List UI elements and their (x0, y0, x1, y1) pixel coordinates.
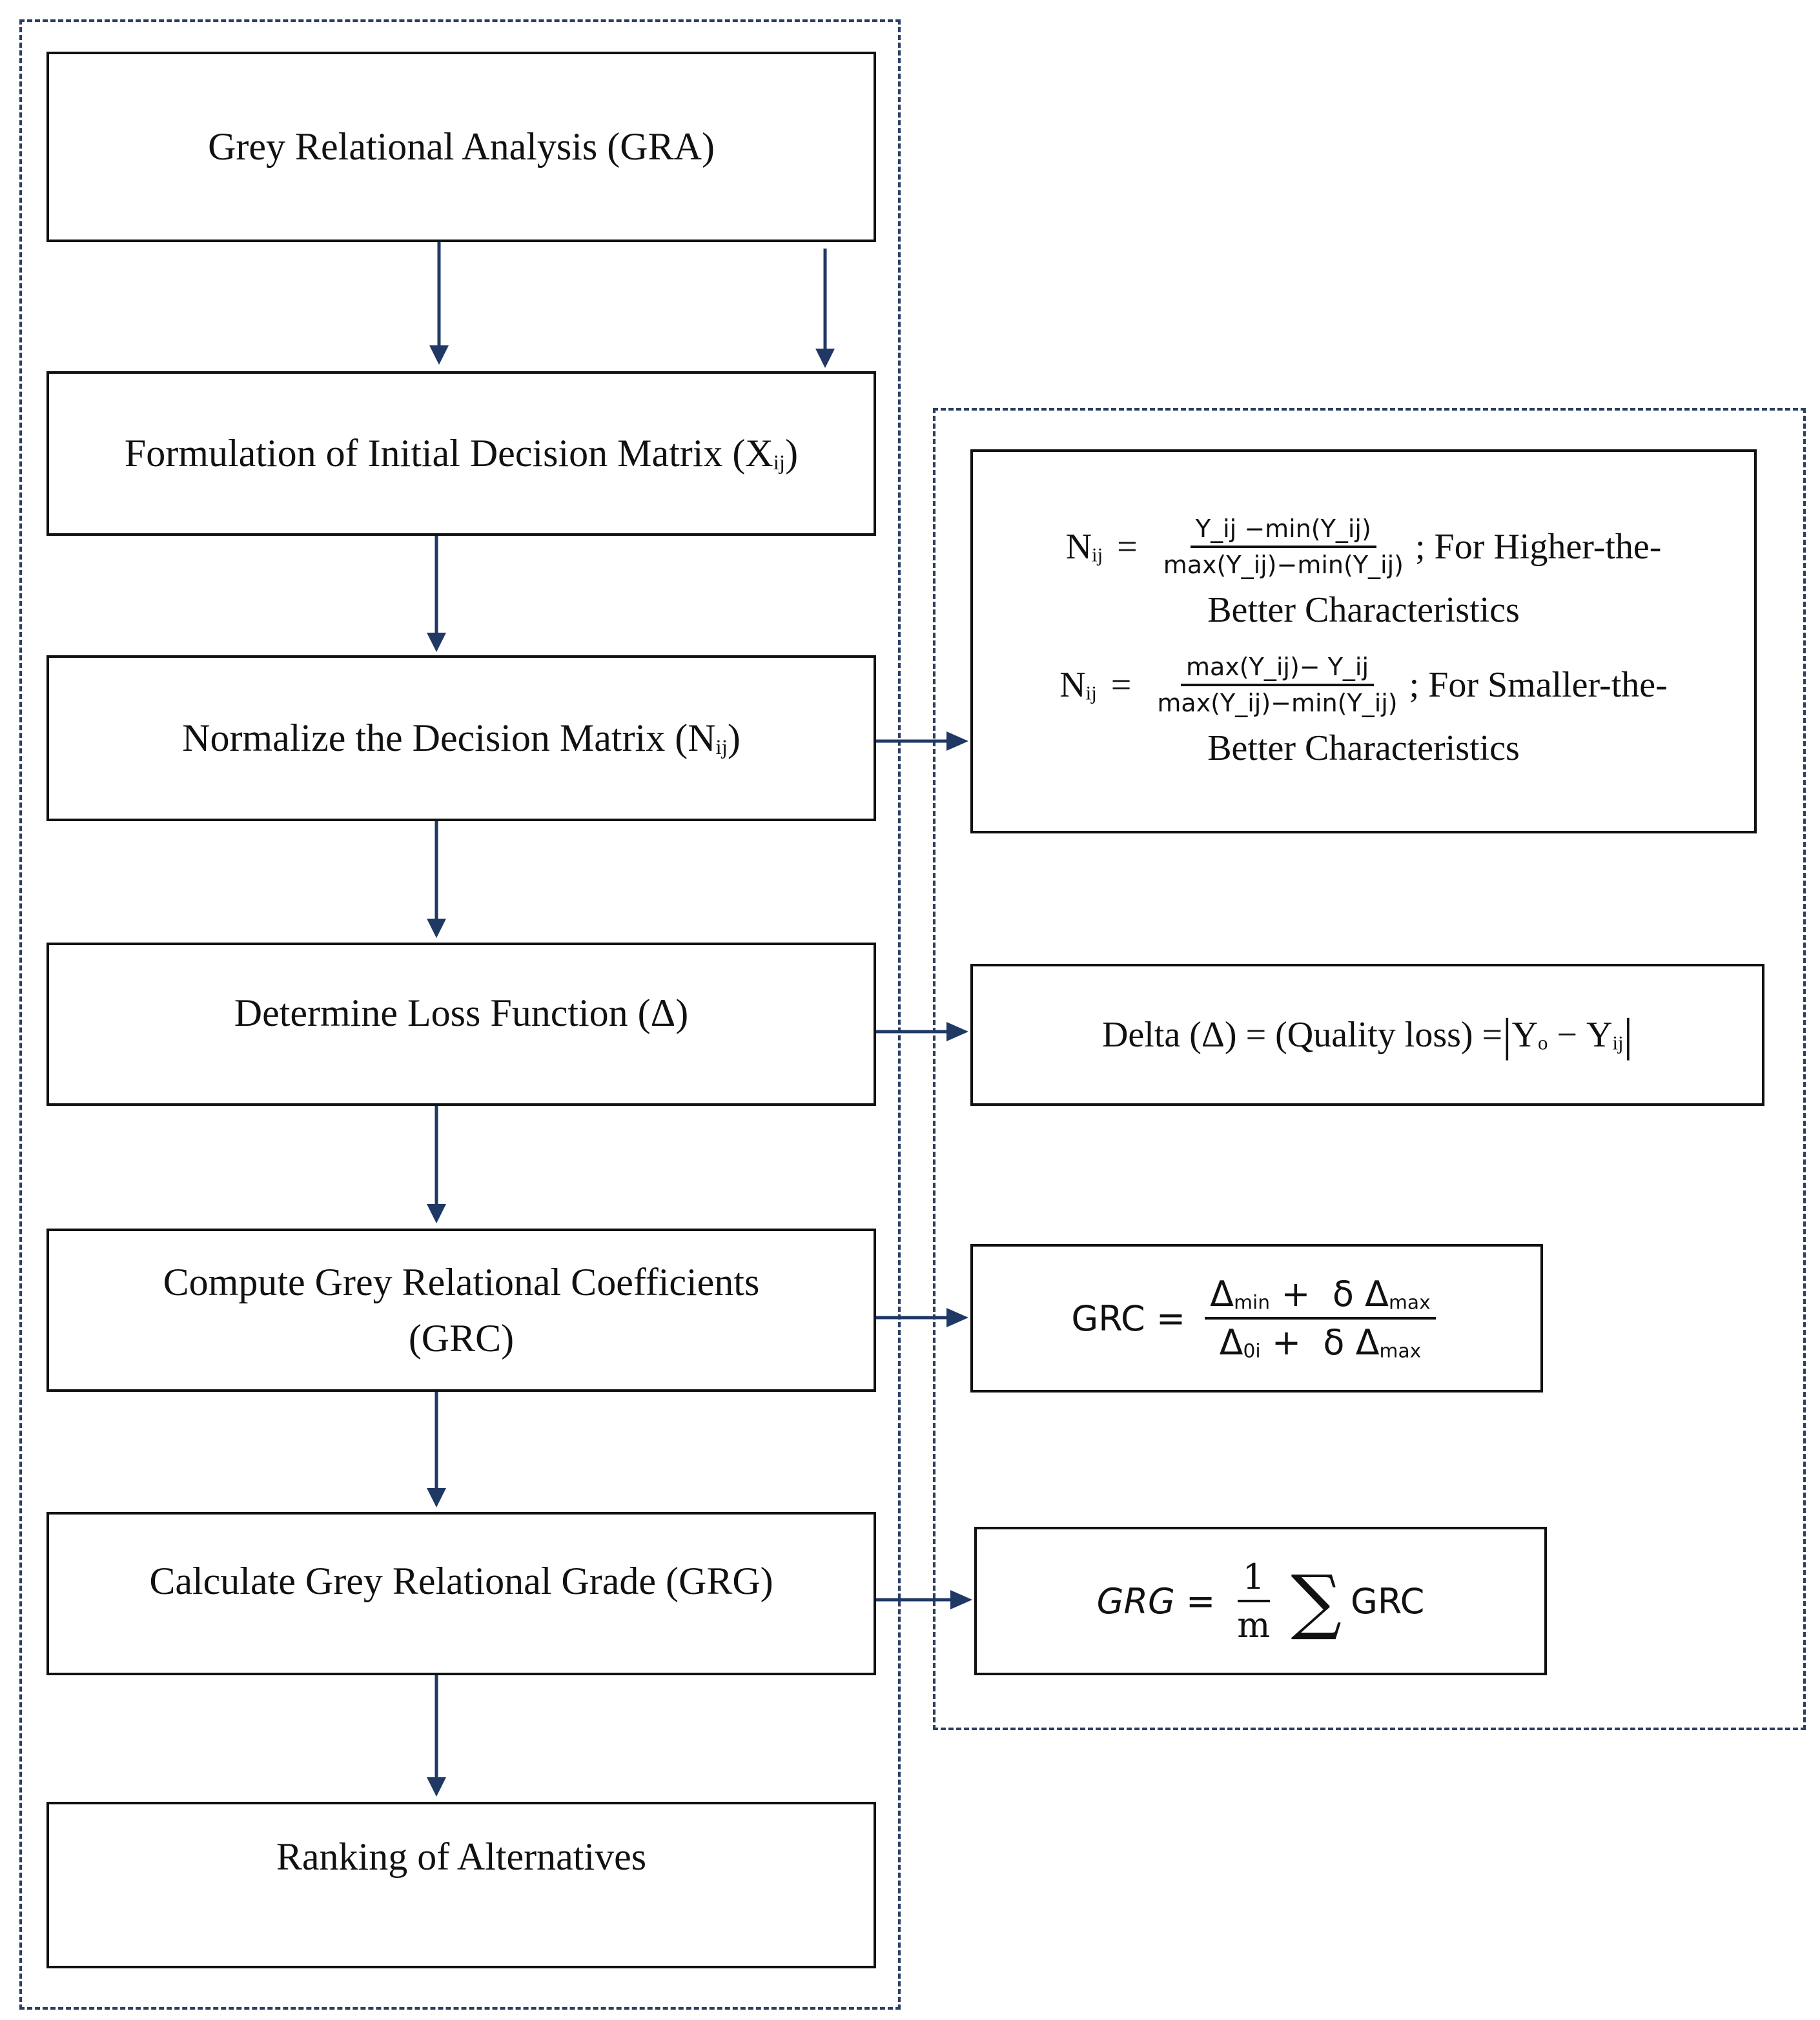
step-normalize: Normalize the Decision Matrix (Nij) (46, 655, 876, 821)
formula-delta-text: Delta (Δ) = (Quality loss) = (1101, 1015, 1503, 1055)
formula-delta-yij: Yij (1586, 1015, 1624, 1055)
formula-grc-denominator: Δ0i + δ Δmax (1219, 1322, 1422, 1363)
grc-formula-box: GRC = Δmin + δ Δmax Δ0i + δ Δmax (970, 1244, 1543, 1393)
step-loss-function: Determine Loss Function (Δ) (46, 943, 876, 1106)
formula-grg-lhs: GRG = (1096, 1580, 1216, 1622)
right-formula-frame (933, 408, 1806, 1730)
formula-smaller-note-line2: Better Characteristics (1207, 728, 1520, 768)
step-grc-label-line2: (GRC) (408, 1316, 515, 1360)
formula-grc: GRC = Δmin + δ Δmax Δ0i + δ Δmax (1071, 1274, 1442, 1363)
formula-smaller-numerator: max(Y_ij)− Y_ij (1181, 653, 1375, 686)
step-initial-matrix: Formulation of Initial Decision Matrix (… (46, 371, 876, 536)
formula-grg-denominator: m (1237, 1605, 1271, 1646)
arrowhead-initial-to-normalize (427, 633, 446, 652)
step-loss-function-label: Determine Loss Function (Δ) (234, 992, 689, 1034)
formula-grg: GRG = 1 m ∑ GRC (1097, 1556, 1425, 1646)
formula-smaller-lhs: Nij (1059, 664, 1097, 705)
step-gra: Grey Relational Analysis (GRA) (46, 52, 876, 242)
formula-delta-abs-right: | (1623, 1008, 1633, 1061)
formula-higher-numerator: Y_ij −min(Y_ij) (1190, 515, 1376, 548)
formula-grg-sigma: ∑ (1291, 1560, 1342, 1642)
formula-grg-rhs: GRC (1350, 1580, 1425, 1622)
step-gra-label: Grey Relational Analysis (GRA) (208, 125, 715, 168)
step-initial-matrix-label: Formulation of Initial Decision Matrix (… (124, 432, 799, 474)
formula-higher-eq: = (1117, 526, 1138, 567)
formula-smaller-note: ; For Smaller-the- (1409, 664, 1668, 705)
arrowhead-normalize-to-loss (427, 919, 446, 938)
formula-grc-numerator: Δmin + δ Δmax (1205, 1274, 1436, 1320)
step-ranking-label: Ranking of Alternatives (276, 1835, 647, 1878)
formula-higher-denominator: max(Y_ij)−min(Y_ij) (1163, 550, 1404, 579)
normalization-formula-box: Nij = Y_ij −min(Y_ij) max(Y_ij)−min(Y_ij… (970, 449, 1757, 833)
formula-delta: Delta (Δ) = (Quality loss) = | Yo − Yij … (1102, 1008, 1633, 1062)
arrowhead-grc-to-formula (946, 1308, 968, 1327)
arrowhead-loss-to-grc (427, 1204, 446, 1223)
step-grg: Calculate Grey Relational Grade (GRG) (46, 1512, 876, 1675)
formula-grc-lhs: GRC = (1071, 1298, 1186, 1339)
formula-higher-note: ; For Higher-the- (1415, 526, 1662, 567)
arrowhead-gra-to-initial-right (815, 349, 835, 368)
formula-grc-fraction: Δmin + δ Δmax Δ0i + δ Δmax (1205, 1274, 1436, 1363)
step-grg-label: Calculate Grey Relational Grade (GRG) (149, 1560, 773, 1602)
step-grc: Compute Grey Relational Coefficients (GR… (46, 1229, 876, 1392)
formula-smaller-fraction: max(Y_ij)− Y_ij max(Y_ij)−min(Y_ij) (1152, 653, 1402, 717)
formula-delta-minus: − (1548, 1015, 1587, 1055)
formula-smaller-eq: = (1110, 664, 1132, 705)
formula-delta-yo: Yo (1511, 1015, 1548, 1055)
formula-grg-fraction: 1 m (1232, 1556, 1275, 1646)
formula-higher-lhs: Nij (1065, 526, 1103, 567)
arrowhead-grg-to-ranking (427, 1777, 446, 1797)
formula-smaller-denominator: max(Y_ij)−min(Y_ij) (1157, 688, 1398, 717)
arrowhead-normalize-to-formula (946, 731, 968, 751)
formula-smaller-better: Nij = max(Y_ij)− Y_ij max(Y_ij)−min(Y_ij… (1059, 653, 1668, 717)
formula-higher-fraction: Y_ij −min(Y_ij) max(Y_ij)−min(Y_ij) (1158, 515, 1409, 579)
step-grc-label-line1: Compute Grey Relational Coefficients (163, 1260, 760, 1303)
arrowhead-grg-to-formula (950, 1590, 972, 1609)
formula-grg-numerator: 1 (1237, 1556, 1271, 1602)
step-ranking: Ranking of Alternatives (46, 1802, 876, 1968)
left-process-frame (19, 19, 901, 2010)
formula-delta-abs-left: | (1502, 1008, 1512, 1061)
formula-higher-note-line2: Better Characteristics (1207, 589, 1520, 630)
delta-formula-box: Delta (Δ) = (Quality loss) = | Yo − Yij … (970, 964, 1764, 1106)
arrowhead-loss-to-formula (946, 1022, 968, 1041)
step-normalize-label: Normalize the Decision Matrix (Nij) (182, 717, 741, 759)
arrowhead-gra-to-initial-left (429, 345, 449, 365)
arrowhead-grc-to-grg (427, 1488, 446, 1507)
grg-formula-box: GRG = 1 m ∑ GRC (974, 1527, 1547, 1675)
formula-higher-better: Nij = Y_ij −min(Y_ij) max(Y_ij)−min(Y_ij… (1066, 515, 1662, 579)
